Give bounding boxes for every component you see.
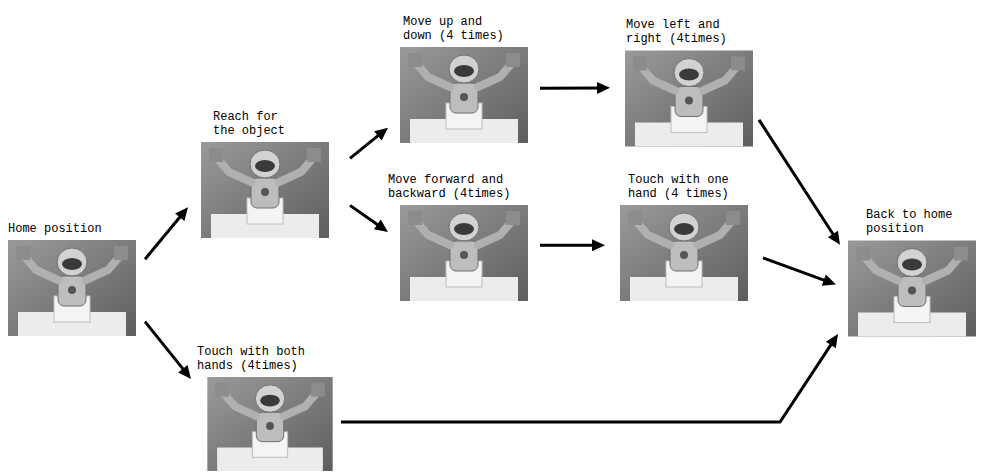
arrow-head: [374, 128, 388, 141]
arrow-head: [828, 231, 840, 245]
photo-step: Reach for the object: [200, 142, 330, 238]
photo-step: Move left and right (4times): [625, 50, 753, 147]
flow-arrow: [350, 205, 388, 232]
step-caption: Move left and right (4times): [626, 18, 736, 46]
robot-photo: [207, 377, 332, 471]
flow-arrow: [540, 239, 605, 251]
step-caption: Touch with one hand (4 times): [628, 173, 743, 201]
arrow-line: [540, 244, 595, 247]
step-caption: Touch with both hands (4times): [197, 345, 317, 373]
flow-arrow: [759, 120, 840, 245]
robot-photo: [8, 240, 136, 336]
flow-arrow: [540, 82, 610, 94]
flow-arrow: [350, 128, 388, 159]
flow-arrow: [145, 207, 188, 259]
arrow-head: [826, 334, 838, 348]
arrow-head: [175, 207, 188, 221]
photo-step: Home position: [8, 240, 136, 336]
robot-photo: [201, 142, 329, 238]
arrow-line: [759, 120, 835, 237]
arrow-head: [597, 82, 610, 94]
robot-photo: [625, 51, 753, 147]
step-caption: Home position: [8, 222, 128, 236]
step-caption: Back to home position: [866, 208, 961, 236]
arrow-head: [592, 239, 605, 251]
arrow-line: [145, 215, 182, 259]
flow-arrow: [145, 322, 191, 379]
arrow-line: [540, 86, 600, 89]
arrow-line: [350, 134, 380, 158]
arrow-line: [145, 322, 185, 371]
robot-photo: [400, 47, 528, 143]
photo-step: Move forward and backward (4times): [400, 205, 528, 301]
photo-step: Move up and down (4 times): [400, 47, 528, 143]
arrow-head: [822, 275, 836, 286]
arrow-line: [763, 258, 827, 281]
step-caption: Move forward and backward (4times): [388, 173, 518, 201]
photo-step: Back to home position: [848, 240, 976, 337]
flow-arrow: [763, 258, 836, 286]
robot-photo: [620, 205, 748, 301]
photo-step: Touch with both hands (4times): [205, 377, 335, 471]
photo-step: Touch with one hand (4 times): [620, 205, 748, 301]
step-caption: Reach for the object: [213, 110, 293, 138]
arrow-line: [350, 205, 380, 226]
arrow-line: [341, 342, 832, 422]
robot-photo: [400, 205, 528, 301]
arrow-head: [178, 365, 191, 379]
arrow-head: [374, 220, 388, 232]
step-caption: Move up and down (4 times): [403, 15, 513, 43]
flow-arrow: [341, 334, 838, 422]
robot-photo: [848, 241, 976, 337]
